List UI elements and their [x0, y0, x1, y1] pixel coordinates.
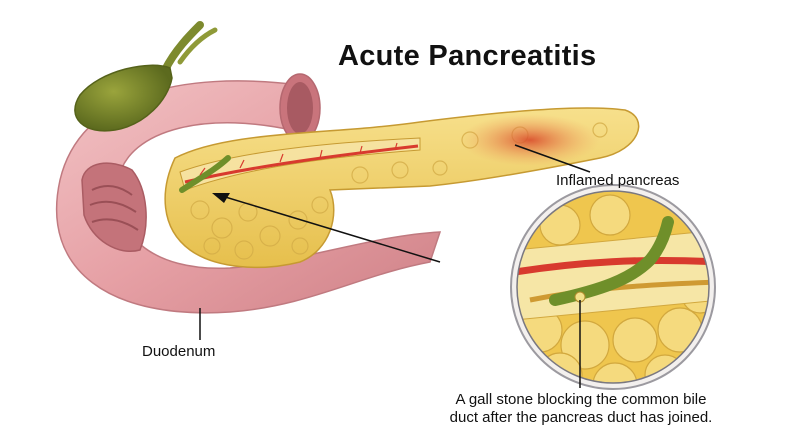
- inflamed-pointer-line: [514, 144, 591, 173]
- diagram-title: Acute Pancreatitis: [338, 40, 597, 72]
- magnifier-arrow: [212, 193, 441, 263]
- label-gall-stone: A gall stone blocking the common bile du…: [376, 391, 786, 427]
- pancreas: [164, 107, 640, 269]
- gallbladder: [74, 21, 218, 132]
- label-gall-stone-line1: A gall stone blocking the common bile: [455, 391, 707, 408]
- magnified-view: [510, 184, 716, 390]
- duodenum: [55, 73, 442, 314]
- label-inflamed-pancreas: Inflamed pancreas: [556, 172, 680, 189]
- label-gall-stone-line2: duct after the pancreas duct has joined.: [449, 409, 713, 426]
- label-duodenum: Duodenum: [142, 343, 216, 360]
